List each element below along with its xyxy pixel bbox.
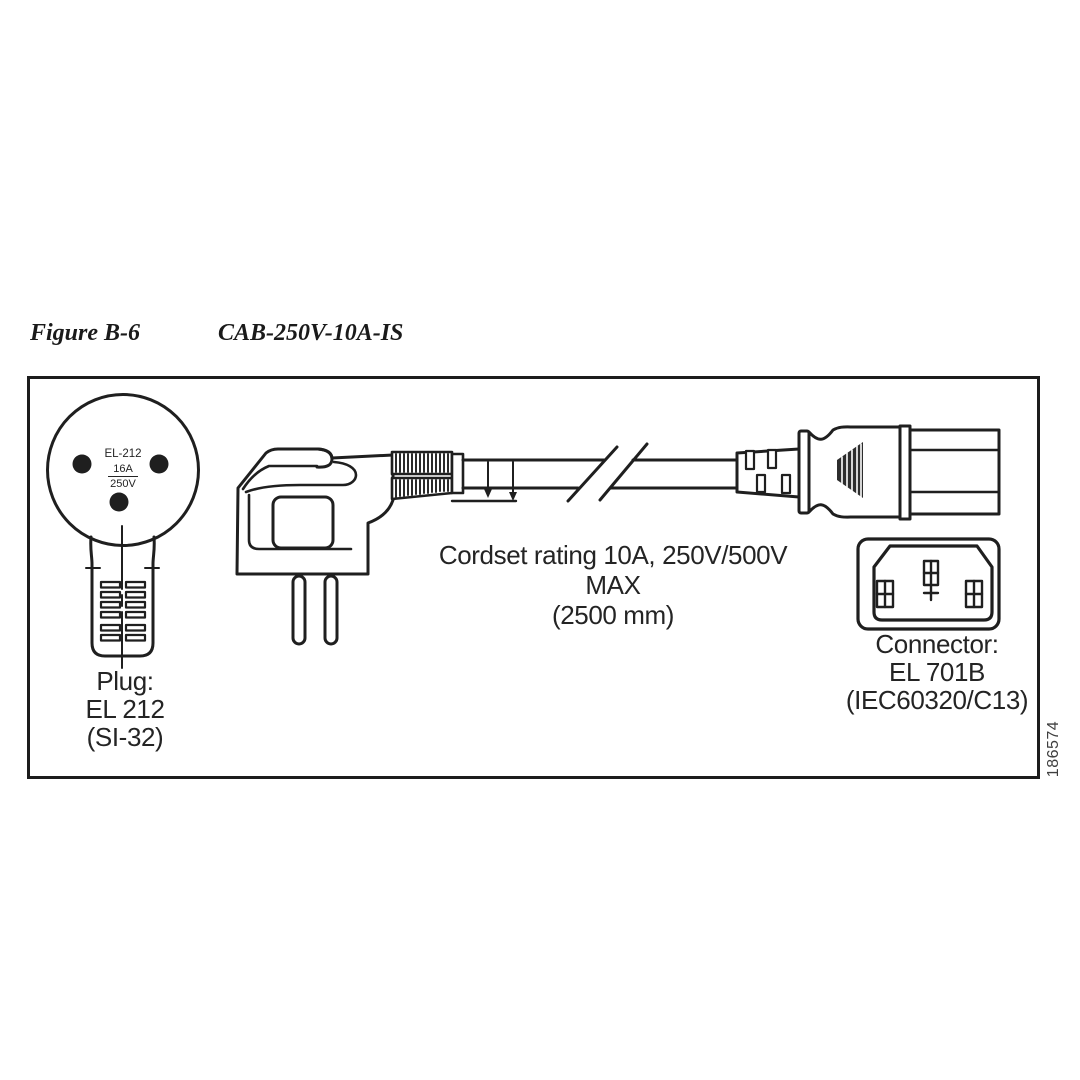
face-inner-hex bbox=[872, 544, 994, 622]
cordset-rating-line-2: (2500 mm) bbox=[551, 600, 675, 630]
figure-product-code: CAB-250V-10A-IS bbox=[218, 320, 404, 346]
plug-current-rating: 16A bbox=[108, 462, 138, 477]
plug-rating-fraction: 16A bbox=[63, 460, 183, 477]
figure-sequence-number: 186574 bbox=[1045, 720, 1062, 778]
plug-pin bbox=[323, 574, 339, 646]
plug-caption-line-1: Plug: bbox=[96, 666, 154, 696]
pin-hole-bottom bbox=[109, 492, 129, 512]
plug-caption-line-3: (SI-32) bbox=[86, 722, 164, 752]
plug-body-circle bbox=[46, 393, 200, 547]
plug-model-text: EL-212 bbox=[104, 448, 142, 460]
body-inner-seam bbox=[247, 493, 353, 551]
cordset-rating-caption: Cordset rating 10A, 250V/500V MAX (2500 … bbox=[413, 540, 813, 630]
boot-seam-upper bbox=[241, 464, 319, 491]
break-slashes bbox=[566, 442, 649, 503]
strain-relief-notches bbox=[744, 448, 792, 495]
figure-label: Figure B-6 bbox=[30, 320, 141, 346]
plug-pin bbox=[291, 574, 307, 646]
connector-rear-body bbox=[908, 428, 1001, 516]
connector-caption-line-1: Connector: bbox=[875, 629, 999, 659]
pin-hole-right bbox=[149, 454, 169, 474]
israel-plug-face-icon bbox=[46, 393, 200, 669]
connector-caption-line-3: (IEC60320/C13) bbox=[845, 685, 1029, 715]
cordset-rating-line-1: Cordset rating 10A, 250V/500V MAX bbox=[438, 540, 788, 600]
plug-caption-line-2: EL 212 bbox=[85, 694, 165, 724]
rear-body-lines bbox=[908, 448, 1001, 494]
plug-caption: Plug: EL 212 (SI-32) bbox=[25, 667, 225, 751]
ground-plus-mark bbox=[922, 584, 940, 602]
connector-caption: Connector: EL 701B (IEC60320/C13) bbox=[817, 630, 1057, 714]
handle-ribs bbox=[99, 580, 147, 642]
boot-cap bbox=[315, 447, 334, 469]
grip-rib-lines bbox=[841, 443, 862, 498]
connector-caption-line-2: EL 701B bbox=[889, 657, 985, 687]
plug-voltage-rating: 250V bbox=[110, 478, 136, 490]
plug-body-outline bbox=[235, 447, 395, 576]
c13-connector-face-icon bbox=[856, 537, 1001, 631]
plug-inner-square bbox=[271, 495, 335, 550]
cable-with-break-icon bbox=[461, 442, 739, 503]
face-slots bbox=[875, 559, 984, 609]
strain-relief-ribs bbox=[390, 450, 454, 501]
angled-plug-side-icon bbox=[235, 447, 518, 646]
strain-relief-plate bbox=[450, 452, 465, 495]
plug-face-rating-label: EL-212 16A 250V bbox=[63, 448, 183, 490]
c13-connector-side-icon bbox=[735, 424, 1001, 521]
pin-hole-left bbox=[72, 454, 92, 474]
boot-seam-lower bbox=[244, 460, 358, 494]
